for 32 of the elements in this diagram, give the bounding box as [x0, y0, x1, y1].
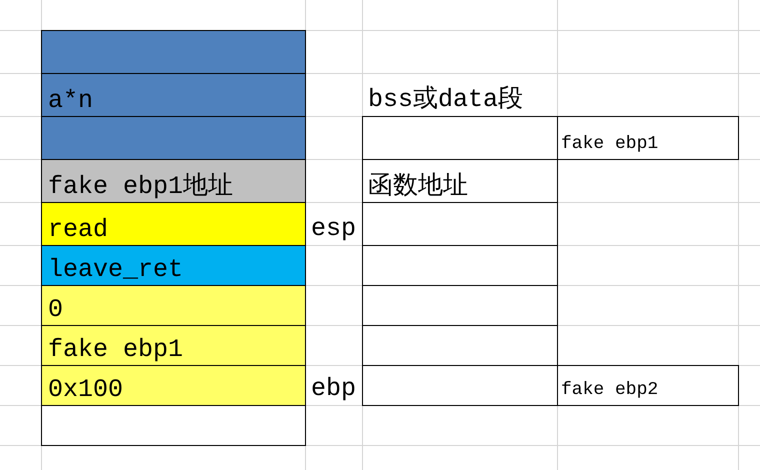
- slot-value: 0: [48, 296, 64, 323]
- stack-slot: [41, 325, 306, 366]
- slot-value: a*n: [48, 86, 94, 114]
- slot-value: leave_ret: [48, 256, 184, 283]
- memory-slot: [362, 116, 558, 160]
- stack-slot: [41, 202, 306, 246]
- stack-slot: [41, 116, 306, 160]
- memory-slot: [362, 202, 558, 246]
- segment-label: bss或data段: [368, 86, 524, 113]
- slot-value: fake ebp1: [48, 336, 184, 363]
- register-label: ebp: [311, 374, 356, 402]
- stack-slot: [41, 30, 306, 74]
- stack-slot: [41, 405, 306, 446]
- slot-value: fake ebp1: [561, 135, 658, 155]
- memory-slot: [362, 325, 558, 366]
- stack-slot: [41, 73, 306, 117]
- slot-value: 0x100: [48, 376, 124, 403]
- memory-slot: [557, 365, 739, 406]
- stack-slot: [41, 245, 306, 286]
- stack-slot: [41, 365, 306, 406]
- register-label: esp: [311, 214, 356, 242]
- memory-slot: [362, 365, 558, 406]
- stack-slot: [41, 159, 306, 203]
- slot-value: 函数地址: [368, 172, 468, 200]
- slot-value: read: [48, 216, 108, 243]
- slot-value: fake ebp1地址: [48, 172, 234, 200]
- slot-value: fake ebp2: [561, 381, 658, 401]
- memory-slot: [362, 285, 558, 326]
- memory-slot: [362, 245, 558, 286]
- memory-slot: [362, 159, 558, 203]
- memory-slot: [557, 116, 739, 160]
- stack-slot: [41, 285, 306, 326]
